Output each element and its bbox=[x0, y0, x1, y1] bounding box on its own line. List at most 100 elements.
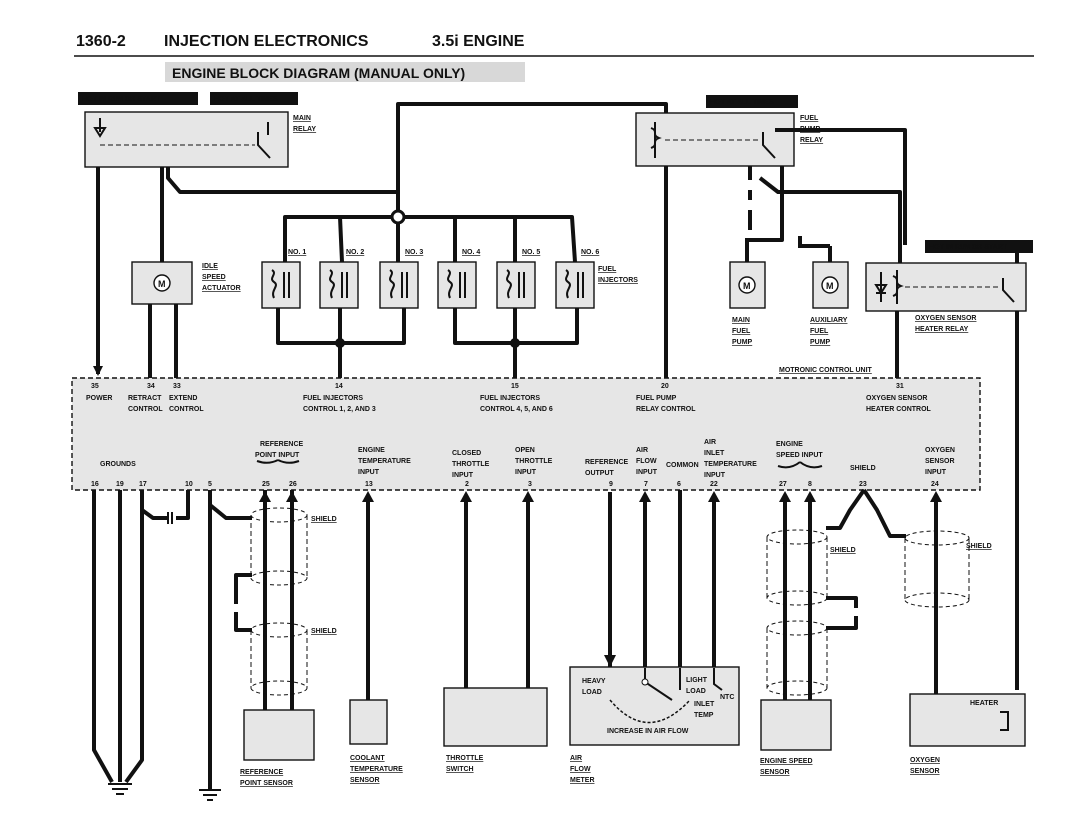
svg-text:33: 33 bbox=[173, 383, 181, 390]
ground-symbol-left bbox=[108, 783, 132, 795]
air-flow-meter bbox=[569, 666, 740, 746]
injector-label-6: NO. 6 bbox=[581, 249, 599, 256]
svg-text:FUEL: FUEL bbox=[732, 328, 751, 335]
tag-hot-run-start-right bbox=[925, 240, 1033, 253]
svg-text:SHIELD: SHIELD bbox=[850, 465, 876, 472]
throttle-switch bbox=[443, 687, 548, 747]
fuel-injector-1 bbox=[261, 261, 301, 309]
svg-text:INCREASE IN AIR FLOW: INCREASE IN AIR FLOW bbox=[607, 728, 689, 735]
svg-text:22: 22 bbox=[710, 481, 718, 488]
engine-title: 3.5i ENGINE bbox=[432, 33, 525, 50]
tag-hot-run-start-left bbox=[78, 92, 198, 105]
svg-text:M: M bbox=[158, 279, 166, 289]
svg-text:TEMPERATURE: TEMPERATURE bbox=[350, 766, 403, 773]
svg-text:16: 16 bbox=[91, 481, 99, 488]
svg-text:POINT INPUT: POINT INPUT bbox=[255, 452, 300, 459]
svg-text:RELAY: RELAY bbox=[800, 137, 823, 144]
tag-hot-all-times-fuel bbox=[706, 95, 798, 108]
input-arrow-2 bbox=[460, 491, 472, 502]
svg-text:13: 13 bbox=[365, 481, 373, 488]
svg-text:REFERENCE: REFERENCE bbox=[585, 459, 629, 466]
svg-text:INPUT: INPUT bbox=[636, 469, 658, 476]
svg-text:REFERENCE: REFERENCE bbox=[260, 441, 304, 448]
shield-label-4: SHIELD bbox=[966, 543, 992, 550]
shield-oxygen bbox=[904, 530, 970, 608]
svg-text:HOT AT ALL TIMES: HOT AT ALL TIMES bbox=[710, 99, 774, 106]
svg-text:SPEED: SPEED bbox=[202, 274, 226, 281]
svg-text:INJECTORS: INJECTORS bbox=[598, 277, 638, 284]
svg-text:AIR: AIR bbox=[704, 439, 716, 446]
svg-text:OXYGEN SENSOR: OXYGEN SENSOR bbox=[866, 395, 927, 402]
svg-text:COMMON: COMMON bbox=[666, 462, 699, 469]
svg-text:COOLANT: COOLANT bbox=[350, 755, 385, 762]
svg-text:REFERENCE: REFERENCE bbox=[240, 769, 284, 776]
ground-symbol-right bbox=[199, 789, 221, 801]
svg-text:23: 23 bbox=[859, 481, 867, 488]
svg-text:3: 3 bbox=[528, 481, 532, 488]
svg-text:MAIN: MAIN bbox=[293, 115, 311, 122]
svg-text:SENSOR: SENSOR bbox=[925, 458, 955, 465]
svg-text:POWER: POWER bbox=[86, 395, 112, 402]
section-title: INJECTION ELECTRONICS bbox=[164, 33, 369, 50]
input-arrow-6 bbox=[779, 491, 791, 502]
svg-text:THROTTLE: THROTTLE bbox=[446, 755, 484, 762]
input-arrow-5 bbox=[708, 491, 720, 502]
svg-text:35: 35 bbox=[91, 383, 99, 390]
svg-text:CLOSED: CLOSED bbox=[452, 450, 481, 457]
svg-text:MAIN: MAIN bbox=[732, 317, 750, 324]
input-arrow-7 bbox=[804, 491, 816, 502]
input-arrow-1 bbox=[362, 491, 374, 502]
svg-text:SWITCH: SWITCH bbox=[446, 766, 474, 773]
svg-text:RETRACT: RETRACT bbox=[128, 395, 162, 402]
svg-text:IDLE: IDLE bbox=[202, 263, 218, 270]
svg-text:HOT IN RUN OR START: HOT IN RUN OR START bbox=[929, 244, 1008, 251]
svg-text:POINT SENSOR: POINT SENSOR bbox=[240, 780, 293, 787]
svg-text:FUEL: FUEL bbox=[800, 115, 819, 122]
injector-label-3: NO. 3 bbox=[405, 249, 423, 256]
svg-text:INPUT: INPUT bbox=[452, 472, 474, 479]
shield-reference-lower bbox=[250, 622, 308, 696]
svg-text:SENSOR: SENSOR bbox=[350, 777, 380, 784]
shield-label-1: SHIELD bbox=[311, 516, 337, 523]
injector-label-2: NO. 2 bbox=[346, 249, 364, 256]
oxygen-sensor bbox=[909, 693, 1026, 747]
output-arrow-reference bbox=[604, 655, 616, 667]
svg-text:AIR: AIR bbox=[636, 447, 648, 454]
svg-text:CONTROL 4, 5, AND 6: CONTROL 4, 5, AND 6 bbox=[480, 406, 553, 413]
svg-text:M: M bbox=[743, 281, 751, 291]
fuel-injector-4 bbox=[437, 261, 477, 309]
svg-text:INPUT: INPUT bbox=[925, 469, 947, 476]
svg-text:PUMP: PUMP bbox=[732, 339, 753, 346]
shield-speed-lower bbox=[766, 620, 828, 696]
svg-text:LIGHT: LIGHT bbox=[686, 677, 708, 684]
injector-label-1: NO. 1 bbox=[288, 249, 306, 256]
svg-text:TEMP: TEMP bbox=[694, 712, 714, 719]
svg-text:TEMPERATURE: TEMPERATURE bbox=[358, 458, 411, 465]
lower-wiring bbox=[92, 488, 938, 790]
svg-text:FLOW: FLOW bbox=[636, 458, 657, 465]
svg-text:SENSOR: SENSOR bbox=[910, 768, 940, 775]
svg-text:HEATER RELAY: HEATER RELAY bbox=[915, 326, 969, 333]
fuel-pump-relay bbox=[635, 112, 795, 167]
auxiliary-fuel-pump: M bbox=[812, 261, 849, 309]
svg-text:HEAVY: HEAVY bbox=[582, 678, 606, 685]
fuel-injector-row bbox=[261, 261, 595, 309]
svg-text:OXYGEN SENSOR: OXYGEN SENSOR bbox=[915, 315, 976, 322]
fuel-injector-2 bbox=[319, 261, 359, 309]
motronic-control-unit bbox=[71, 377, 981, 491]
svg-text:HOT AT ALL TIMES: HOT AT ALL TIMES bbox=[214, 96, 278, 103]
main-relay bbox=[84, 111, 289, 168]
svg-text:FLOW: FLOW bbox=[570, 766, 591, 773]
svg-text:LOAD: LOAD bbox=[686, 688, 706, 695]
oxygen-sensor-heater-relay bbox=[865, 262, 1027, 312]
svg-text:RELAY: RELAY bbox=[293, 126, 316, 133]
signal-arrows bbox=[259, 491, 942, 667]
input-arrow-8 bbox=[930, 491, 942, 502]
svg-text:9: 9 bbox=[609, 481, 613, 488]
svg-text:PUMP: PUMP bbox=[810, 339, 831, 346]
svg-text:7: 7 bbox=[644, 481, 648, 488]
svg-text:20: 20 bbox=[661, 383, 669, 390]
shield-label-3: SHIELD bbox=[830, 547, 856, 554]
svg-text:2: 2 bbox=[465, 481, 469, 488]
svg-text:15: 15 bbox=[511, 383, 519, 390]
